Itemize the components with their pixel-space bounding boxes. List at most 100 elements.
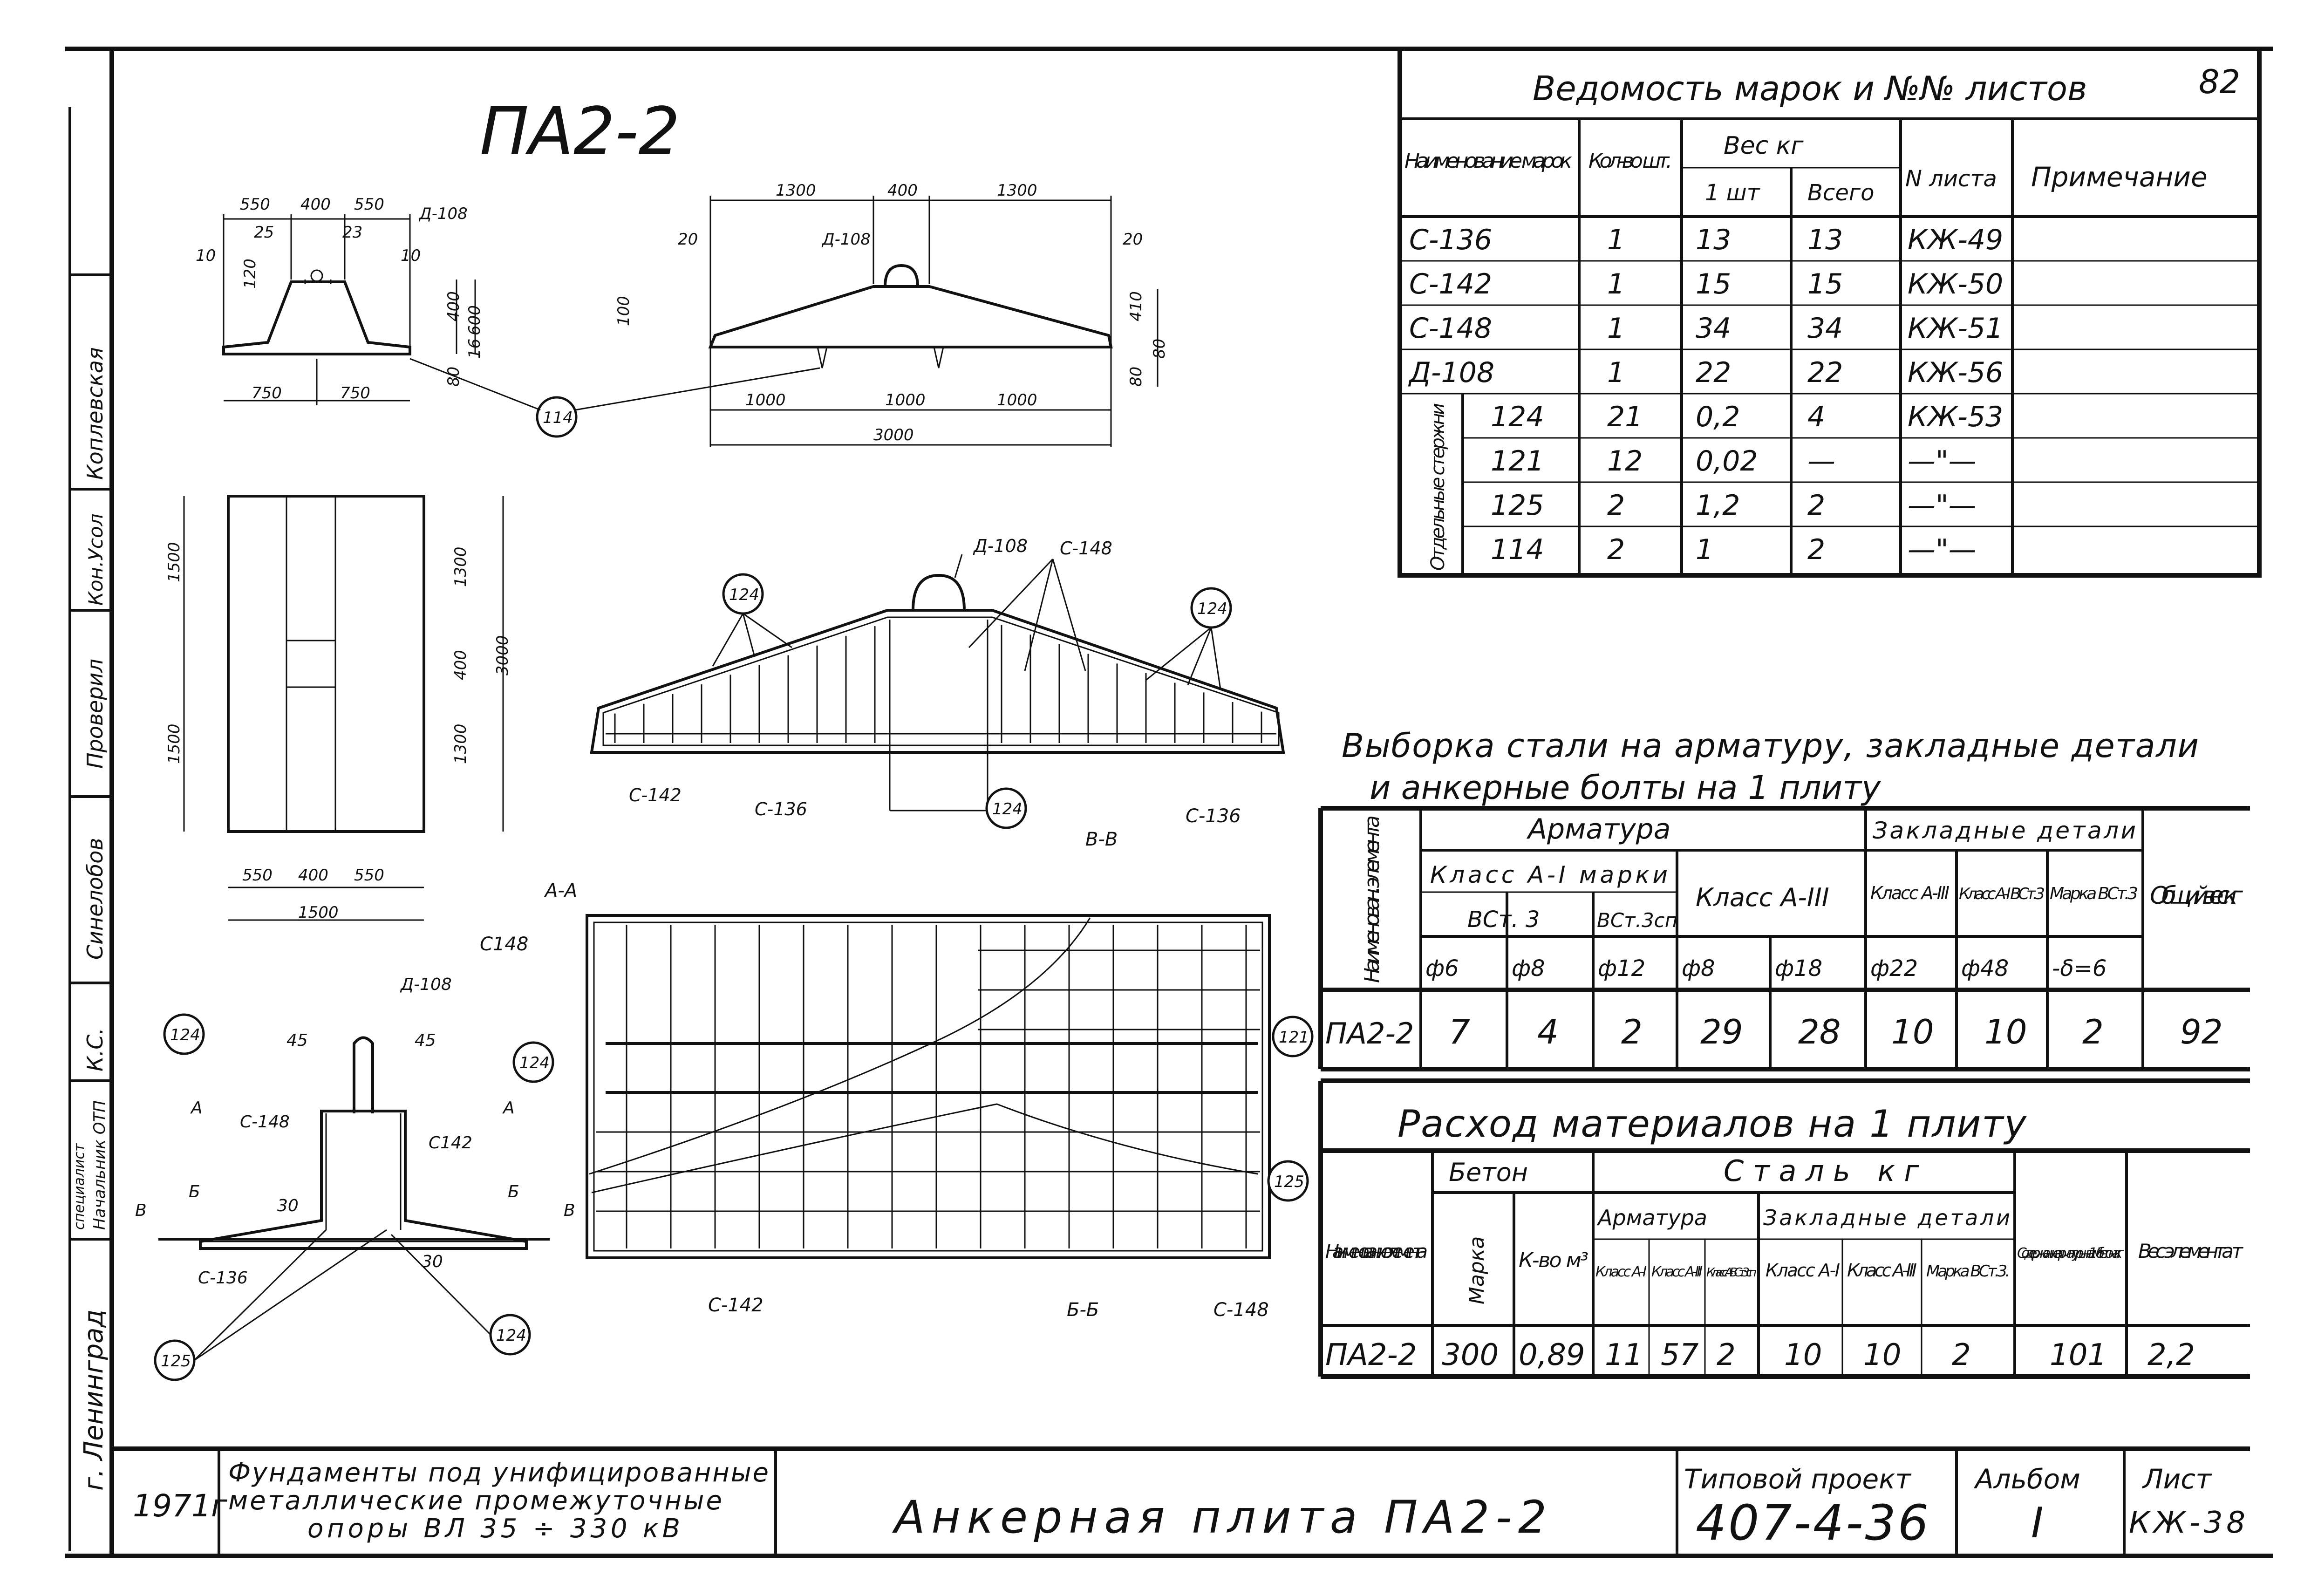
steel-vst3-header: ВСт. 3	[1467, 907, 1540, 933]
svg-text:С-136: С-136	[198, 1269, 248, 1288]
steel-value: 10	[1891, 1012, 1934, 1051]
materials-value: 2	[1717, 1338, 1736, 1372]
steel-diameter: ф22	[1870, 955, 1918, 982]
svg-text:750: 750	[340, 384, 370, 402]
stamp-name-6: Начальник ОТП	[90, 1100, 109, 1230]
svg-text:Д-108: Д-108	[400, 975, 452, 994]
materials-value: ПА2-2	[1325, 1338, 1417, 1372]
marks-table: Ведомость марок и №№ листов Наименование…	[1398, 47, 2262, 578]
materials-emb-col-2: Класс А-III	[1847, 1260, 1917, 1281]
title-desc-line1: Фундаменты под унифицированные	[228, 1458, 769, 1488]
svg-text:1000: 1000	[997, 391, 1037, 409]
steel-armatura-header: Арматура	[1526, 813, 1670, 846]
steel-diameter: ф18	[1775, 955, 1822, 982]
steel-value: 10	[1984, 1012, 2027, 1051]
cross-section-view	[158, 1036, 550, 1250]
svg-text:С-148: С-148	[1060, 538, 1112, 559]
marks-cell-one: 34	[1696, 312, 1731, 345]
steel-value: 28	[1798, 1012, 1841, 1051]
marks-cell-total: 2	[1807, 489, 1825, 522]
title-drawing-name: Анкерная плита ПА2-2	[892, 1491, 1547, 1543]
marks-cell-qty: 1	[1607, 312, 1625, 345]
svg-text:600: 600	[465, 305, 484, 335]
materials-value: 57	[1661, 1338, 1699, 1372]
svg-text:1000: 1000	[885, 391, 926, 409]
marks-cell-qty: 12	[1607, 445, 1643, 477]
reinforcement-stirrups	[614, 625, 1262, 743]
svg-text:С-136: С-136	[1186, 805, 1241, 827]
steel-value: 29	[1700, 1012, 1743, 1051]
marks-header-qty: Кол-во шт.	[1588, 149, 1672, 173]
svg-text:1300: 1300	[776, 181, 816, 200]
svg-text:550: 550	[354, 195, 384, 214]
svg-text:Б-Б: Б-Б	[1067, 1299, 1099, 1321]
svg-text:1500: 1500	[165, 723, 184, 764]
svg-text:80: 80	[1127, 367, 1145, 387]
plan-section-grid	[596, 925, 1260, 1248]
marks-header-weight: Вес кг	[1724, 132, 1804, 160]
marks-cell-total: 2	[1807, 533, 1825, 566]
svg-text:16: 16	[465, 339, 484, 359]
side-stamp: Коплевская Кон.Усол Проверил Синелобов К…	[70, 273, 112, 1491]
marks-cell-one: 1,2	[1696, 489, 1740, 522]
marks-cell-total: 4	[1807, 401, 1825, 433]
stamp-name-1: Коплевская	[82, 347, 108, 480]
marks-cell-mark: 124	[1491, 401, 1544, 433]
plan-view-dims: 1500 1500 1300 400 1300 3000 550 400 550…	[165, 542, 512, 922]
marks-group-label: Отдельные стержни	[1427, 403, 1449, 571]
steel-title-line2: и анкерные болты на 1 плиту	[1370, 769, 1882, 807]
svg-text:1300: 1300	[451, 546, 470, 587]
steel-diameter: ф6	[1425, 955, 1459, 982]
steel-value: 4	[1537, 1012, 1559, 1051]
materials-title: Расход материалов на 1 плиту	[1398, 1102, 2027, 1146]
marks-cell-total: 15	[1807, 268, 1843, 300]
title-desc-line2: металлические промежуточные	[228, 1486, 722, 1516]
svg-text:550: 550	[242, 866, 273, 885]
side-elevation-view	[708, 196, 1159, 447]
steel-diameter: ф8	[1682, 955, 1715, 982]
steel-value: 92	[2180, 1012, 2223, 1051]
title-album-label: Альбом	[1973, 1463, 2080, 1495]
svg-text:400: 400	[444, 291, 463, 321]
marks-cell-sheet: КЖ-56	[1908, 356, 2003, 389]
marks-header-weight-one: 1 шт	[1705, 180, 1761, 206]
stamp-name-7: специалист	[71, 1143, 88, 1230]
marks-cell-qty: 2	[1607, 489, 1625, 522]
svg-text:3000: 3000	[873, 426, 914, 444]
steel-diameter: ф12	[1598, 955, 1645, 982]
title-project-no: 407-4-36	[1696, 1494, 1929, 1551]
svg-text:125: 125	[1274, 1173, 1304, 1191]
svg-text:10: 10	[401, 246, 421, 265]
materials-arm-col-2: Класс А-III	[1651, 1264, 1703, 1280]
marks-cell-one: 1	[1696, 533, 1713, 566]
steel-class-a1-header: Класс А-I марки	[1430, 861, 1668, 888]
marks-cell-qty: 21	[1607, 401, 1643, 433]
svg-text:С142: С142	[429, 1133, 472, 1153]
svg-text:Д-108: Д-108	[973, 536, 1028, 556]
steel-diameter: ф8	[1512, 955, 1545, 982]
stamp-name-5: К.С.	[82, 1028, 108, 1071]
svg-text:550: 550	[354, 866, 384, 885]
marks-cell-sheet: —"—	[1908, 489, 1977, 522]
svg-text:400: 400	[451, 650, 470, 680]
materials-value: 300	[1442, 1338, 1499, 1372]
marks-cell-total: —	[1807, 445, 1835, 477]
steel-table: Выборка стали на арматуру, закладные дет…	[1318, 727, 2250, 1071]
title-sheet-no: КЖ-38	[2129, 1506, 2245, 1540]
steel-diameter: ф48	[1961, 955, 2009, 982]
marks-cell-sheet: —"—	[1908, 445, 1977, 477]
marks-header-note: Примечание	[2031, 161, 2208, 193]
marks-cell-qty: 1	[1607, 356, 1625, 389]
title-album-no: I	[2031, 1499, 2044, 1548]
materials-arm-col-3: Класс А-I ВСт3сп	[1706, 1266, 1757, 1280]
marks-header-name: Наименование марок	[1404, 149, 1572, 173]
materials-weight-header: Вес элемента т	[2138, 1240, 2244, 1262]
materials-arm-col-1: Класс А-I	[1595, 1264, 1647, 1280]
steel-emb-mark-header: Марка ВСт.3	[2050, 884, 2138, 903]
materials-embedded-header: Закладные детали	[1763, 1205, 2010, 1230]
svg-text:1300: 1300	[451, 723, 470, 764]
svg-text:С-136: С-136	[755, 799, 807, 819]
reinforcement-labels: Д-108 С-148 С-142 С-136	[629, 536, 1112, 819]
